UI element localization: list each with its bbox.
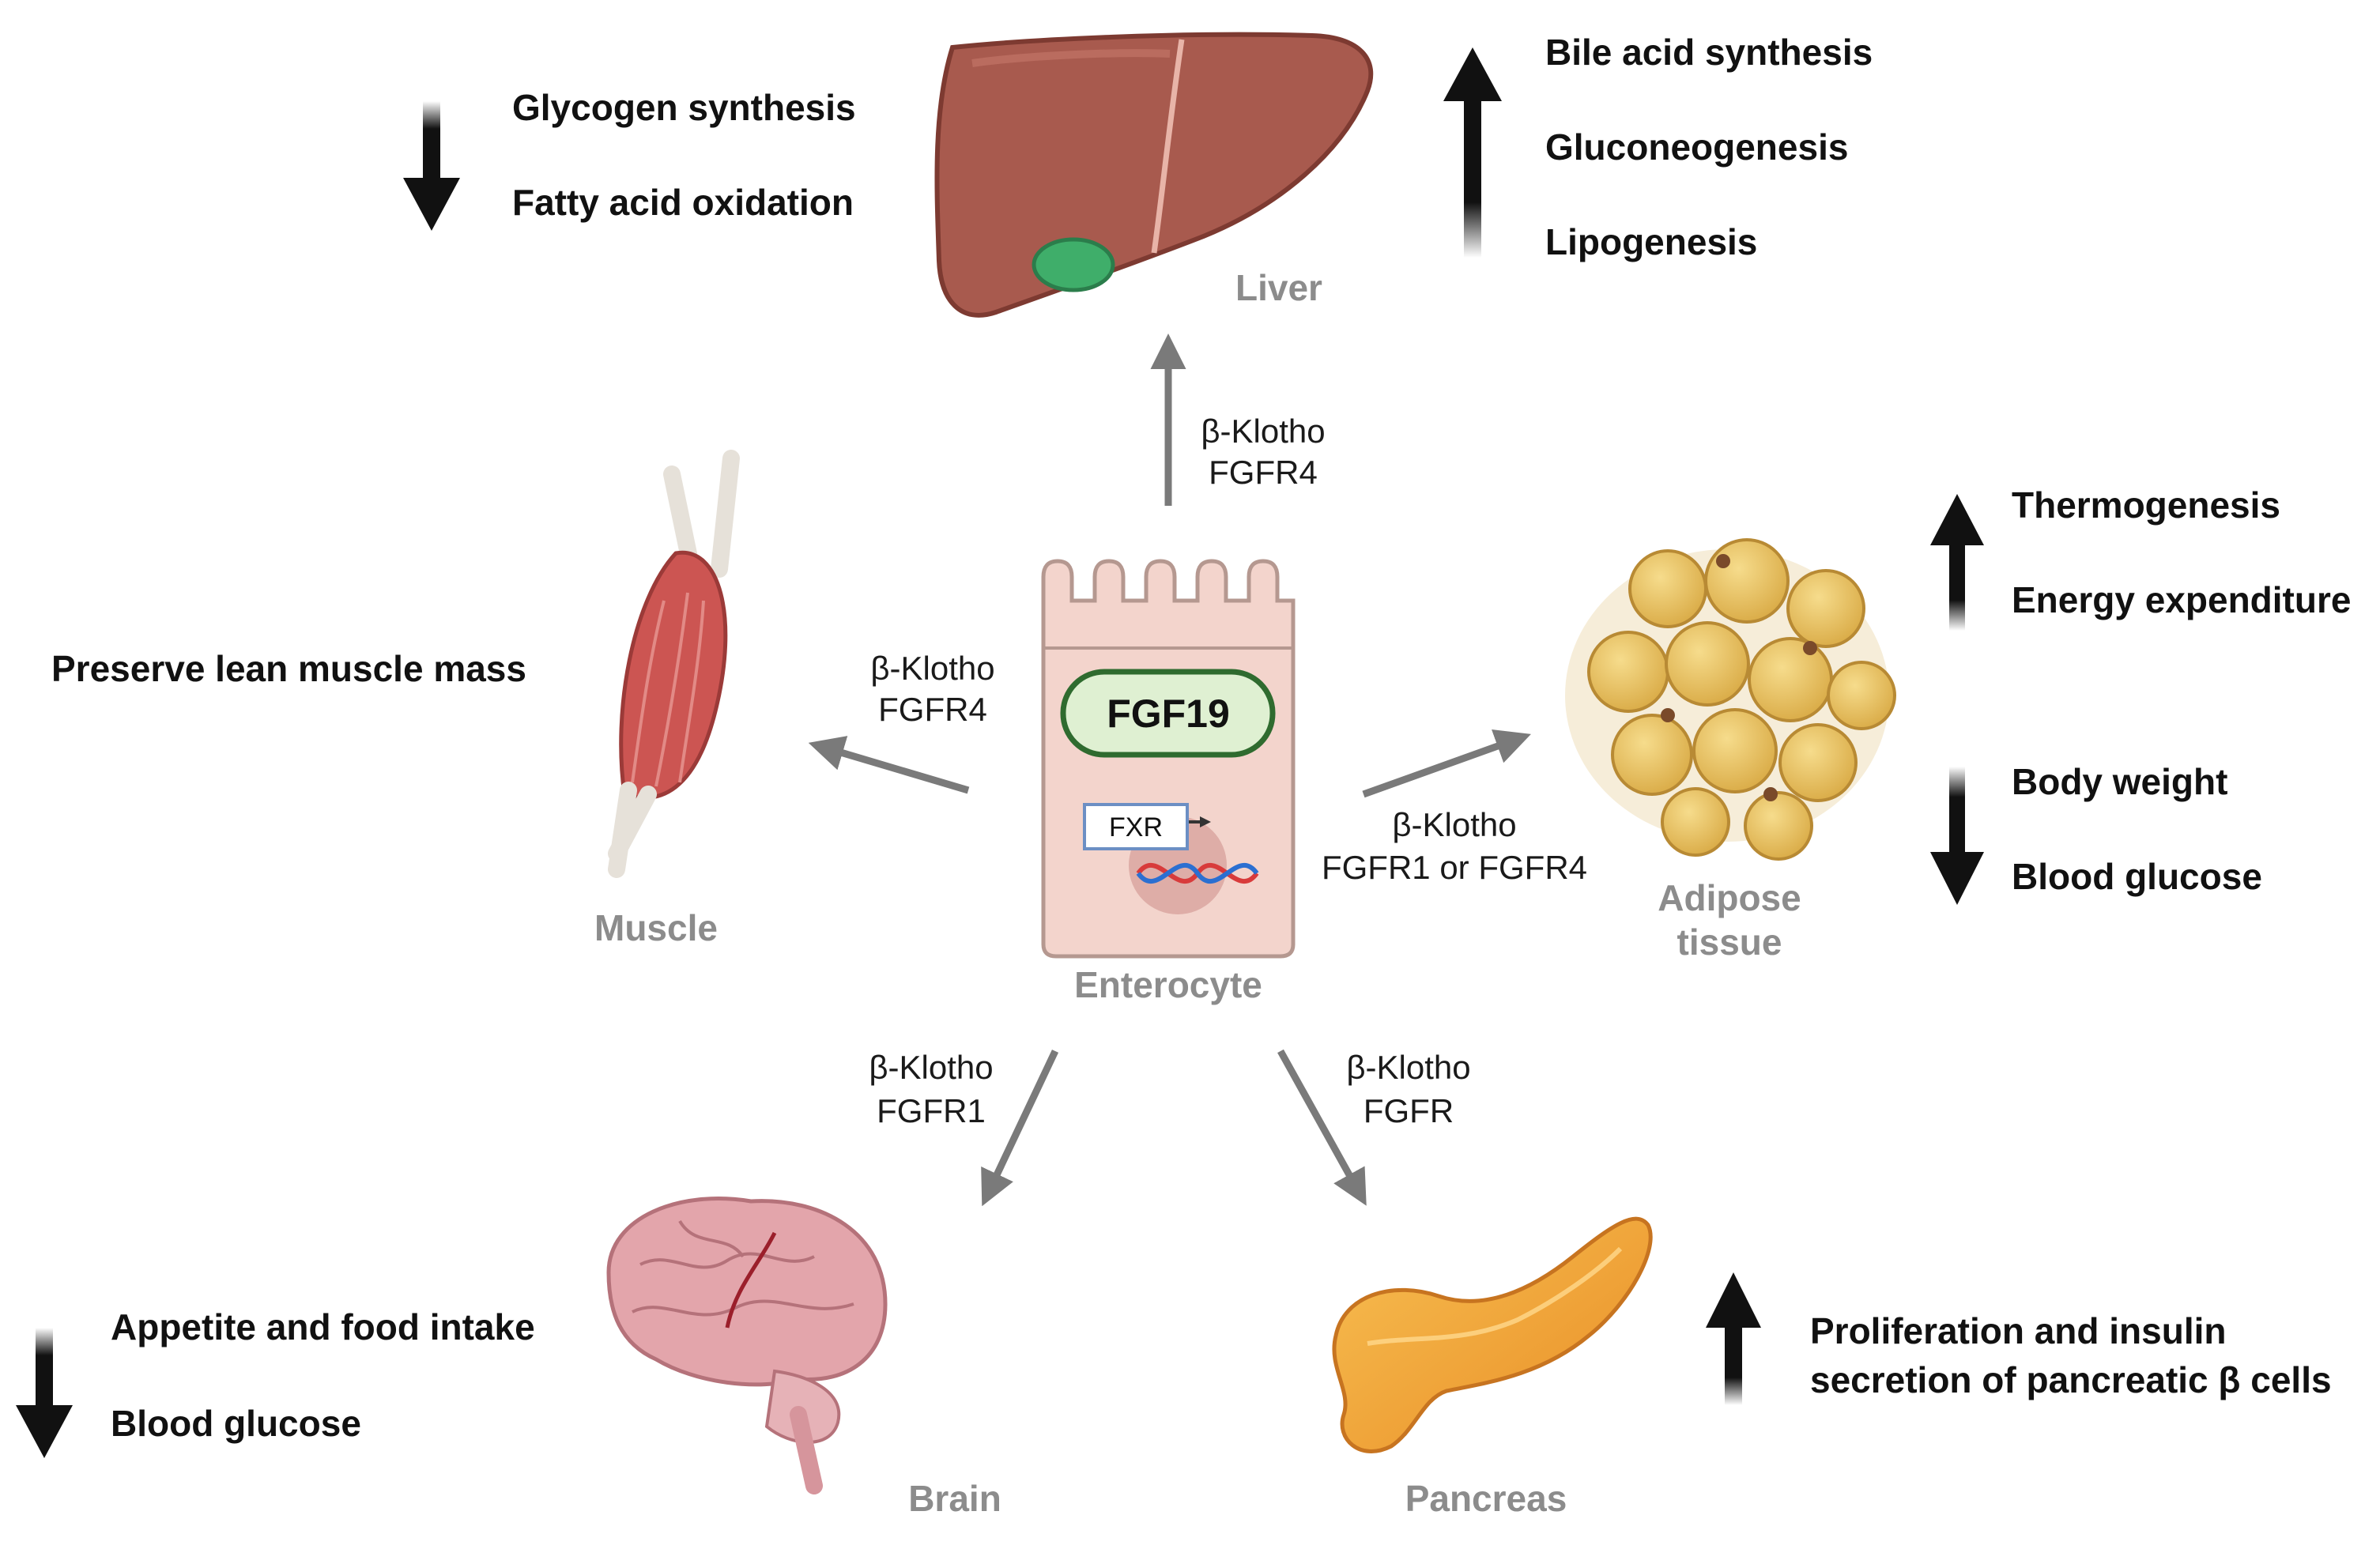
brain-down-arrow-shaft: [36, 1328, 53, 1407]
liver-increased-1: Bile acid synthesis: [1545, 32, 1873, 73]
pancreas-increased-1: Proliferation and insulin: [1810, 1310, 2226, 1351]
pancreas-signal-arrow: [1277, 1049, 1367, 1206]
liver-receptor-1: β-Klotho: [1201, 413, 1325, 450]
pancreas-receptor-2: FGFR: [1364, 1092, 1454, 1129]
adipose-label-1: Adipose: [1658, 877, 1801, 918]
pancreas-up-arrow-shaft: [1725, 1326, 1742, 1405]
brain-receptor-2: FGFR1: [877, 1092, 986, 1129]
brain-decreased-2: Blood glucose: [111, 1403, 361, 1444]
brain-signal-arrow: [981, 1050, 1059, 1207]
muscle-effect: Preserve lean muscle mass: [51, 648, 526, 689]
adipose-receptor-2: FGFR1 or FGFR4: [1322, 849, 1587, 886]
liver-decreased-1: Glycogen synthesis: [512, 87, 856, 128]
adipose-up-arrow-icon: [1930, 494, 1984, 545]
pancreas-illustration: [1332, 1216, 1653, 1453]
muscle-illustration: [608, 450, 740, 878]
liver-up-arrow-icon: [1443, 47, 1502, 101]
liver-down-arrow-icon: [403, 178, 460, 231]
enterocyte-label: Enterocyte: [1074, 964, 1262, 1005]
muscle-receptor-2: FGFR4: [878, 691, 987, 728]
adipose-decreased-2: Blood glucose: [2012, 856, 2262, 897]
pancreas-receptor-1: β-Klotho: [1346, 1049, 1470, 1086]
adipose-down-arrow-shaft: [1949, 767, 1965, 854]
brain-receptor-1: β-Klotho: [869, 1049, 993, 1086]
brain-down-arrow-icon: [16, 1405, 73, 1458]
liver-increased-3: Lipogenesis: [1545, 221, 1757, 262]
adipose-up-arrow-shaft: [1949, 544, 1965, 631]
pancreas-increased-2: secretion of pancreatic β cells: [1810, 1359, 2332, 1400]
adipose-decreased-1: Body weight: [2012, 761, 2227, 802]
pancreas-label: Pancreas: [1405, 1478, 1567, 1519]
adipose-label-2: tissue: [1677, 921, 1782, 963]
liver-down-arrow-shaft: [423, 101, 440, 180]
adipose-down-arrow-icon: [1930, 852, 1984, 905]
brain-label: Brain: [908, 1478, 1001, 1519]
adipose-illustration: [1565, 538, 1896, 861]
muscle-label: Muscle: [594, 907, 718, 948]
liver-illustration: [934, 32, 1374, 318]
pancreas-up-arrow-icon: [1706, 1272, 1761, 1328]
brain-decreased-1: Appetite and food intake: [111, 1306, 535, 1347]
adipose-receptor-1: β-Klotho: [1392, 806, 1516, 843]
enterocyte-illustration: [1041, 559, 1296, 959]
fxr-box: [1083, 803, 1189, 850]
liver-label: Liver: [1235, 267, 1322, 308]
liver-receptor-2: FGFR4: [1209, 454, 1318, 491]
liver-decreased-2: Fatty acid oxidation: [512, 182, 854, 223]
adipose-increased-2: Energy expenditure: [2012, 579, 2351, 620]
brain-illustration: [606, 1197, 888, 1494]
liver-increased-2: Gluconeogenesis: [1545, 126, 1848, 168]
fxr-label: FXR: [1109, 812, 1163, 842]
liver-up-arrow-shaft: [1464, 100, 1481, 258]
adipose-signal-arrow: [1362, 729, 1531, 798]
adipose-increased-1: Thermogenesis: [2012, 484, 2280, 526]
fgf19-badge: [1060, 669, 1276, 758]
muscle-receptor-1: β-Klotho: [870, 650, 994, 687]
muscle-signal-arrow: [808, 736, 970, 794]
fgf19-label: FGF19: [1107, 692, 1230, 736]
